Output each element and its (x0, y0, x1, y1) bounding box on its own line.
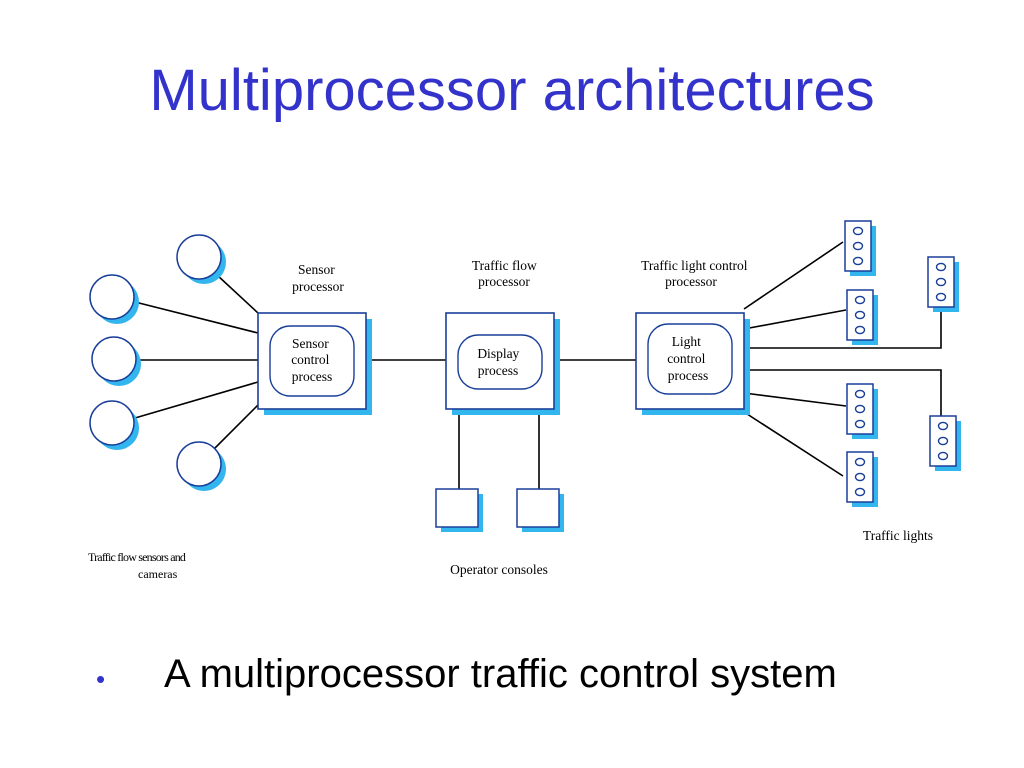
traffic-light-3 (927, 256, 959, 312)
operator-console-1 (435, 488, 483, 532)
link-light-3 (744, 306, 942, 349)
link-sensor-4 (134, 381, 259, 419)
display-process-label: Display process (477, 346, 522, 378)
traffic-flow-processor (445, 312, 560, 415)
traffic-light-5 (929, 415, 961, 471)
link-sensor-1 (216, 274, 259, 314)
link-light-4 (744, 369, 942, 437)
operator-consoles-label: Operator consoles (450, 562, 548, 577)
link-light-6 (743, 411, 844, 477)
traffic-light-1 (844, 220, 876, 276)
link-light-1 (743, 241, 844, 310)
link-light-5 (743, 392, 847, 407)
sensor-processor-label: Sensor processor (292, 262, 344, 294)
traffic-light-2 (846, 289, 878, 345)
sensor-node-1 (176, 234, 226, 284)
traffic-light-4 (846, 383, 878, 439)
traffic-flow-processor-label: Traffic flow processor (472, 258, 540, 289)
traffic-lights-label: Traffic lights (863, 528, 933, 543)
sensor-processor (257, 312, 372, 415)
slide-title: Multiprocessor architectures (149, 58, 875, 123)
sensor-node-5 (176, 441, 226, 491)
sensor-node-4 (89, 400, 139, 450)
sensor-process-label: Sensor control process (291, 336, 333, 384)
light-process-label: Light control process (667, 334, 709, 383)
light-control-processor (635, 312, 750, 415)
sensors-label: Traffic flow sensors and cameras (88, 550, 187, 581)
sensor-node-2 (89, 274, 139, 324)
operator-console-2 (516, 488, 564, 532)
link-sensor-5 (214, 404, 259, 449)
traffic-light-6 (846, 451, 878, 507)
link-sensor-2 (134, 301, 259, 334)
light-control-processor-label: Traffic light control processor (641, 258, 751, 289)
sensor-nodes (89, 234, 226, 491)
bullet-text: A multiprocessor traffic control system (164, 652, 837, 696)
bullet-icon: • (96, 664, 106, 694)
sensor-node-3 (91, 336, 141, 386)
connection-lines (134, 241, 942, 490)
link-light-2 (743, 309, 847, 330)
